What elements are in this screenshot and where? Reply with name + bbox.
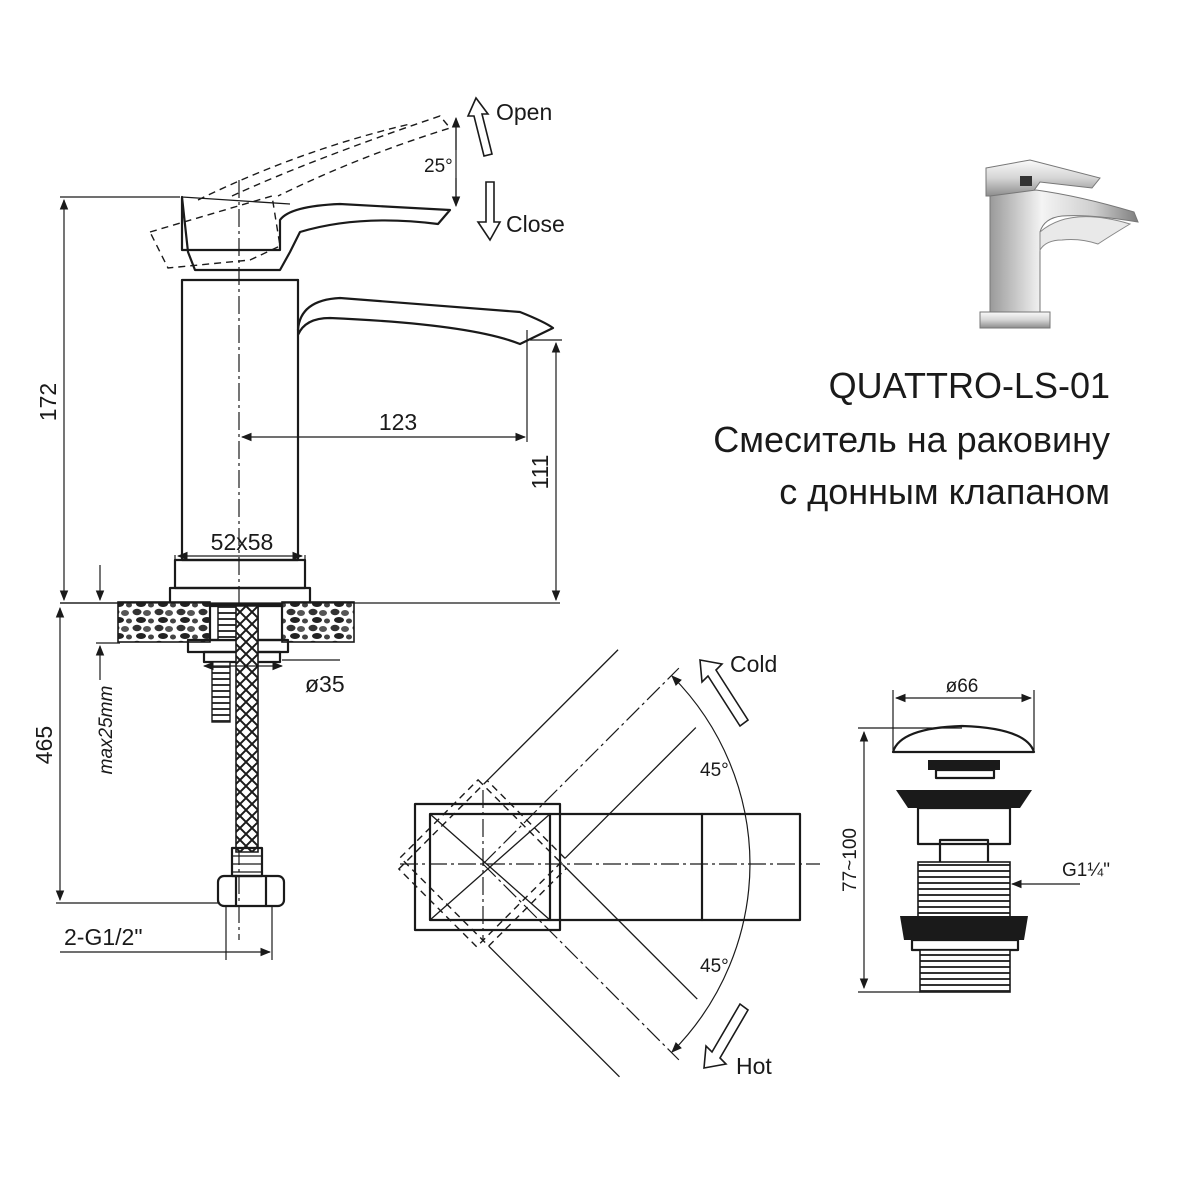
description-line-2: с донным клапаном <box>779 471 1110 512</box>
countertop-left <box>117 601 211 643</box>
drain-flange <box>896 790 1032 808</box>
angle-hot: 45° <box>700 956 729 977</box>
top-base <box>413 802 562 932</box>
dim-connection: 2-G1/2" <box>64 924 142 950</box>
faucet-body <box>180 278 555 562</box>
drain-valve: ø66 77~100 G1¼" <box>840 676 1110 993</box>
drain-cap <box>891 724 1036 754</box>
lever-angle-label: 25° <box>424 156 453 177</box>
faucet-base <box>173 558 307 590</box>
faucet-side-view: 172 123 111 52x58 ø35 465 max25mm 2-G1/2 <box>31 96 565 960</box>
close-arrow-icon <box>476 181 502 242</box>
countertop-right <box>281 601 355 643</box>
cold-label: Cold <box>730 651 777 677</box>
lever-closed <box>180 195 452 272</box>
description-line-1: Смеситель на раковину <box>713 419 1110 460</box>
hose-nut <box>216 874 286 908</box>
angle-cold: 45° <box>700 760 729 781</box>
hot-label: Hot <box>736 1053 772 1079</box>
dim-spout-height: 111 <box>527 455 553 490</box>
top-spout <box>548 812 802 922</box>
drain-height-range: 77~100 <box>840 828 861 892</box>
drain-diameter: ø66 <box>946 676 979 697</box>
dim-spout-reach: 123 <box>379 409 417 435</box>
faucet-top-view: 45° 45° Cold Hot <box>397 649 820 1079</box>
hot-arrow-icon <box>703 1002 750 1069</box>
drain-thread <box>917 861 1011 919</box>
open-label: Open <box>496 99 552 125</box>
dim-base-size: 52x58 <box>211 529 274 555</box>
dim-hose-length: 465 <box>31 726 57 764</box>
model-name: QUATTRO-LS-01 <box>829 365 1110 406</box>
dim-height-total: 172 <box>35 383 61 421</box>
product-photo <box>979 159 1139 329</box>
lever-open-dashed <box>148 195 281 269</box>
title-block: QUATTRO-LS-01 Смеситель на раковину с до… <box>713 365 1110 512</box>
drain-thread-size: G1¼" <box>1062 860 1110 881</box>
dim-countertop-max: max25mm <box>96 686 117 775</box>
close-label: Close <box>506 211 565 237</box>
dim-mount-hole: ø35 <box>305 671 345 697</box>
open-arrow-icon <box>466 96 493 157</box>
braided-hose <box>235 605 259 853</box>
cold-arrow-icon <box>699 659 750 728</box>
